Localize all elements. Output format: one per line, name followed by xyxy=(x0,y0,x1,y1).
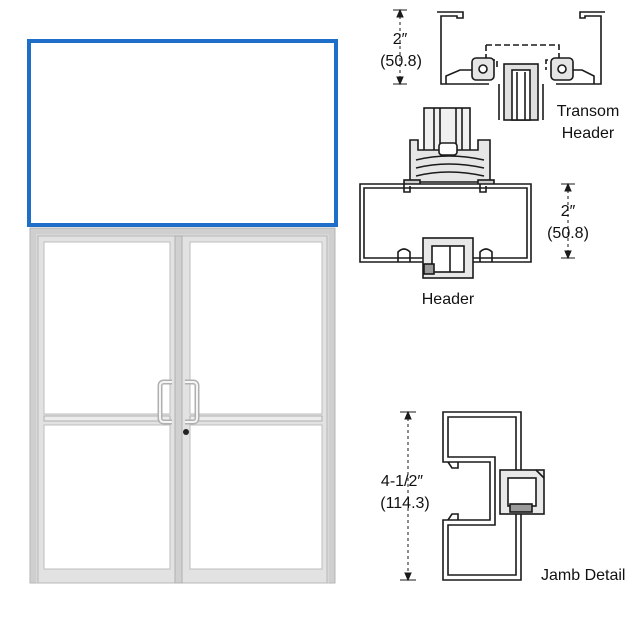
jamb-dimension-line xyxy=(400,410,416,582)
header-label: Header xyxy=(421,291,475,308)
transom-dim-metric: (50.8) xyxy=(380,53,422,70)
transom-dim-fraction: 2″ xyxy=(392,31,408,48)
header-dim-metric: (50.8) xyxy=(547,225,589,242)
transom-header-label-line1: Transom xyxy=(556,103,620,120)
jamb-dim-fraction: 4-1/2″ xyxy=(380,473,424,490)
door-right xyxy=(181,235,328,584)
glass-lower-left xyxy=(43,424,171,570)
header-dim-fraction: 2″ xyxy=(560,203,576,220)
transom-header-section xyxy=(437,11,605,121)
glass-lower-right xyxy=(189,424,323,570)
door-left xyxy=(37,235,176,584)
lock-cylinder xyxy=(183,429,189,435)
header-dimension-line xyxy=(561,182,575,260)
jamb-section xyxy=(442,411,545,581)
transom-panel xyxy=(27,39,338,227)
door-stop-section xyxy=(403,107,495,189)
jamb-detail-label: Jamb Detail xyxy=(541,567,626,584)
transom-dimension-line xyxy=(393,8,407,86)
door-pull-handles xyxy=(157,379,200,425)
header-section xyxy=(359,183,532,279)
center-mullion xyxy=(174,235,183,584)
jamb-dim-metric: (114.3) xyxy=(380,495,430,512)
transom-header-label-line2: Header xyxy=(561,125,615,142)
glass-upper-left xyxy=(43,241,171,415)
push-bar xyxy=(43,415,323,422)
glass-upper-right xyxy=(189,241,323,415)
